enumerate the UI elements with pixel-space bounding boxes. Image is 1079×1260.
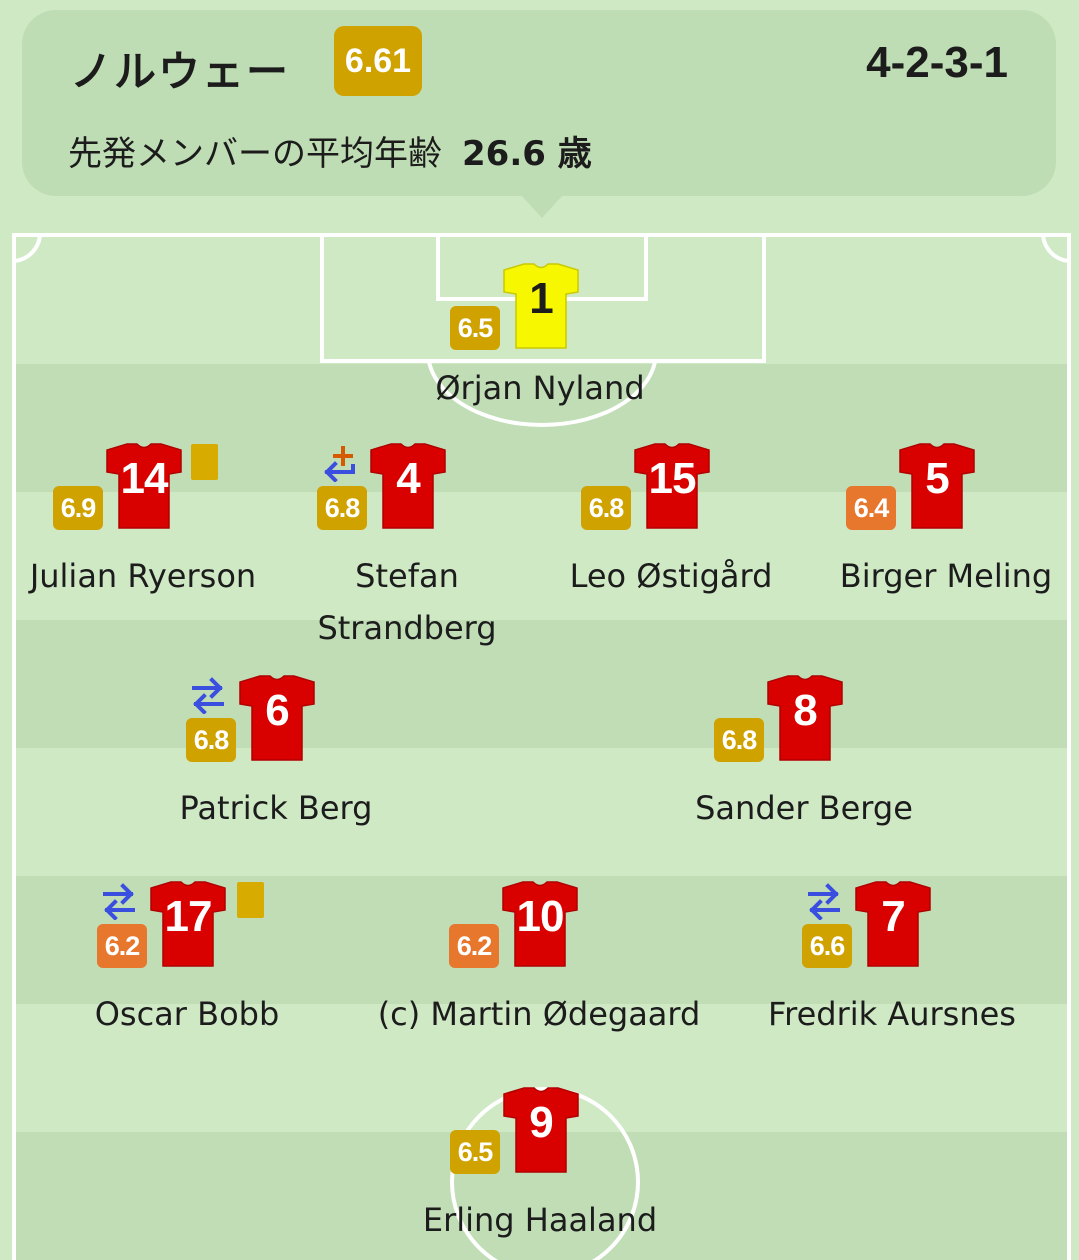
substitution-arrows-icon xyxy=(188,676,228,715)
jersey-icon: 17 xyxy=(149,880,227,968)
jersey-icon: 6 xyxy=(238,674,316,762)
player-rating: 6.5 xyxy=(450,306,500,350)
jersey-icon: 4 xyxy=(369,442,447,530)
penalty-box xyxy=(320,237,766,363)
jersey-icon: 10 xyxy=(501,880,579,968)
player-name: Stefan Strandberg xyxy=(317,557,497,647)
player-rating: 6.2 xyxy=(97,924,147,968)
player-rating: 6.8 xyxy=(581,486,631,530)
jersey-number: 9 xyxy=(529,1098,553,1147)
player-name: (c) Martin Ødegaard xyxy=(377,995,701,1033)
team-header-card: ノルウェー 6.61 4-2-3-1 先発メンバーの平均年齢 26.6 歳 xyxy=(22,10,1056,196)
player-rating: 6.4 xyxy=(846,486,896,530)
player-name: Birger Meling xyxy=(839,557,1053,595)
header-pointer-arrow xyxy=(520,194,564,218)
player-rating: 6.8 xyxy=(186,718,236,762)
jersey-number: 15 xyxy=(648,454,697,503)
player-rating: 6.6 xyxy=(802,924,852,968)
jersey-icon: 15 xyxy=(633,442,711,530)
jersey-number: 4 xyxy=(396,454,420,503)
corner-arc-right xyxy=(1041,237,1067,263)
pitch-stripe xyxy=(16,620,1067,748)
team-name: ノルウェー xyxy=(70,47,291,96)
player-name: Patrick Berg xyxy=(179,789,373,827)
jersey-icon: 8 xyxy=(766,674,844,762)
player-rating: 6.8 xyxy=(317,486,367,530)
player-rating: 6.9 xyxy=(53,486,103,530)
player-name: Leo Østigård xyxy=(569,557,773,595)
player-name: Erling Haaland xyxy=(422,1201,658,1239)
player-rating: 6.2 xyxy=(449,924,499,968)
jersey-number: 17 xyxy=(164,892,213,941)
player-name: Fredrik Aursnes xyxy=(768,995,1016,1033)
corner-arc-left xyxy=(16,237,42,263)
average-age-label: 先発メンバーの平均年齢 xyxy=(68,134,442,174)
player-name: Julian Ryerson xyxy=(29,557,257,595)
average-age-row: 先発メンバーの平均年齢 26.6 歳 xyxy=(68,126,592,175)
jersey-number: 6 xyxy=(265,686,289,735)
player-rating: 6.5 xyxy=(450,1130,500,1174)
jersey-icon: 7 xyxy=(854,880,932,968)
injury-substitution-icon xyxy=(319,444,359,483)
jersey-number: 14 xyxy=(120,454,169,503)
jersey-icon: 5 xyxy=(898,442,976,530)
jersey-number: 8 xyxy=(793,686,817,735)
center-circle xyxy=(450,1087,640,1260)
jersey-icon: 14 xyxy=(105,442,183,530)
jersey-number: 10 xyxy=(516,892,565,941)
player-name: Oscar Bobb xyxy=(94,995,280,1033)
jersey-number: 5 xyxy=(925,454,949,503)
player-rating: 6.8 xyxy=(714,718,764,762)
yellow-card-icon xyxy=(191,444,218,480)
substitution-arrows-icon xyxy=(804,882,844,921)
jersey-icon: 1 xyxy=(502,262,580,350)
average-age-value: 26.6 歳 xyxy=(462,134,592,174)
jersey-number: 1 xyxy=(529,274,553,323)
jersey-number: 7 xyxy=(881,892,905,941)
player-name: Ørjan Nyland xyxy=(435,369,645,407)
yellow-card-icon xyxy=(237,882,264,918)
formation-label: 4-2-3-1 xyxy=(866,38,1008,87)
team-rating-badge: 6.61 xyxy=(334,26,422,96)
jersey-icon: 9 xyxy=(502,1086,580,1174)
substitution-arrows-icon xyxy=(99,882,139,921)
player-name: Sander Berge xyxy=(695,789,913,827)
